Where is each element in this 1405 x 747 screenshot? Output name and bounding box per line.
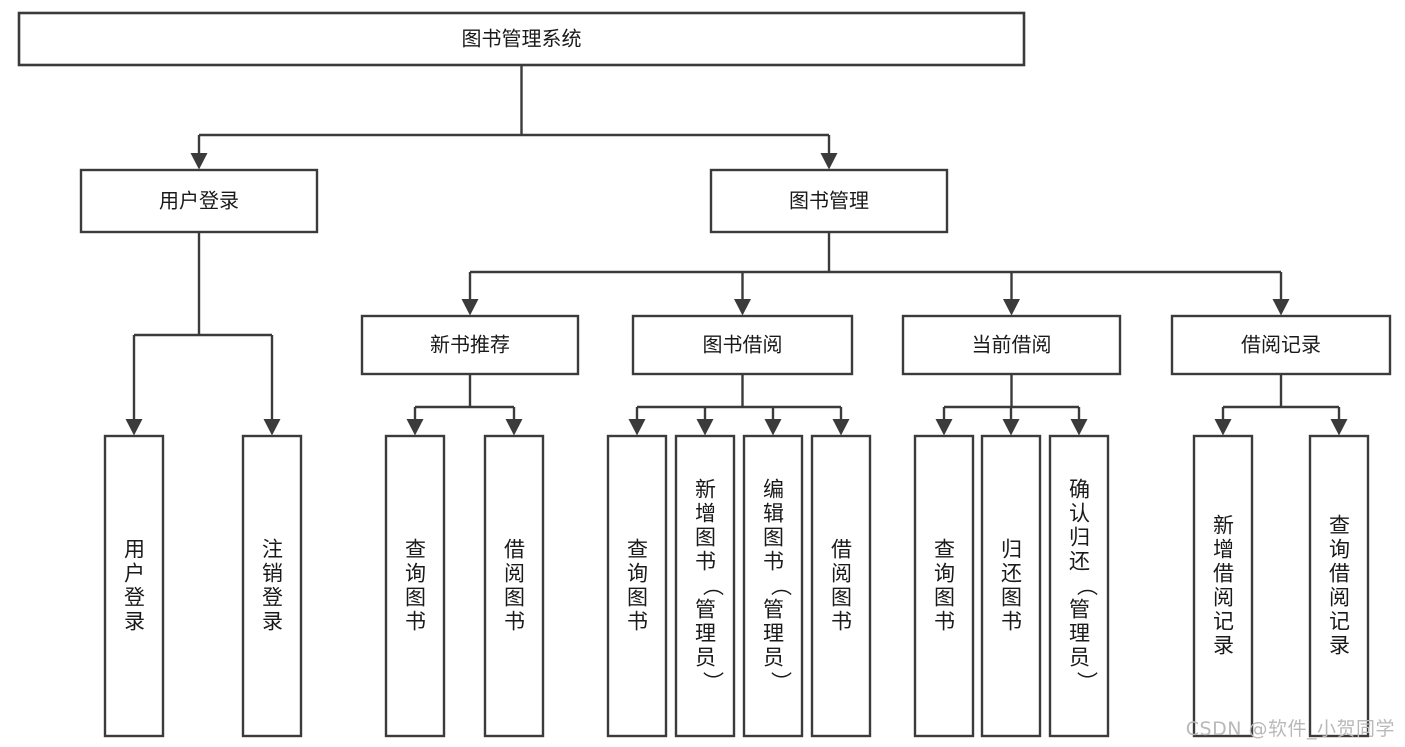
arrow-head-icon <box>935 419 953 436</box>
svg-text:）: ） <box>1075 671 1099 692</box>
arrow-head-icon <box>461 299 479 316</box>
node-borrow[interactable]: 图书借阅 <box>631 314 854 376</box>
node-leaf-borrow-edit[interactable]: （ ）编辑图书 管理员 <box>742 434 804 738</box>
svg-text:）: ） <box>769 671 793 692</box>
node-label: 归还图书 <box>1001 538 1022 634</box>
node-leaf-user-login[interactable]: 用户登录 <box>103 434 165 738</box>
node-label: 查询图书 <box>934 538 955 634</box>
connector-group-root <box>190 65 838 170</box>
node-label: 图书管理系统 <box>462 27 582 51</box>
node-box <box>241 434 303 738</box>
node-leaf-rec-query[interactable]: 查询图书 <box>384 434 446 738</box>
node-box <box>901 314 1122 376</box>
connector-group-login <box>125 232 281 436</box>
node-box <box>483 434 545 738</box>
node-leaf-user-logout[interactable]: 注销登录 <box>241 434 303 738</box>
connector-layer <box>125 65 1348 436</box>
node-label: 新书推荐 <box>430 333 510 357</box>
node-box <box>913 434 975 738</box>
arrow-head-icon <box>734 299 751 316</box>
node-box <box>1308 434 1370 738</box>
node-label: 编辑图书 管理员 <box>763 478 784 670</box>
node-label: 新增借阅记录 <box>1213 514 1234 658</box>
arrow-head-icon <box>1070 419 1088 436</box>
arrow-head-icon <box>1272 299 1290 316</box>
node-label: 借阅记录 <box>1241 333 1321 357</box>
arrow-head-icon <box>263 419 281 436</box>
node-box <box>606 434 668 738</box>
node-box <box>17 11 1026 67</box>
arrow-head-icon <box>125 419 143 436</box>
node-box <box>674 434 736 738</box>
arrow-head-icon <box>628 419 646 436</box>
svg-text:（: （ <box>701 575 725 596</box>
node-label: 借阅图书 <box>504 538 525 634</box>
node-layer: 图书管理系统用户登录图书管理新书推荐图书借阅当前借阅借阅记录用户登录注销登录查询… <box>17 11 1392 738</box>
node-label: 查询图书 <box>405 538 426 634</box>
node-leaf-rec-borrow[interactable]: 借阅图书 <box>483 434 545 738</box>
svg-text:（: （ <box>769 575 793 596</box>
svg-text:）: ） <box>701 671 725 692</box>
node-label: 用户登录 <box>159 189 239 213</box>
arrow-head-icon <box>1003 299 1020 316</box>
node-bookmgmt[interactable]: 图书管理 <box>709 168 949 234</box>
arrow-head-icon <box>190 153 208 170</box>
node-label: 注销登录 <box>262 538 283 634</box>
node-box <box>631 314 854 376</box>
watermark-text: CSDN @软件_小贺同学 <box>1185 718 1395 740</box>
node-leaf-rec-add[interactable]: 新增借阅记录 <box>1192 434 1254 738</box>
node-leaf-borrow-add[interactable]: （ ）新增图书 管理员 <box>674 434 736 738</box>
node-recommend[interactable]: 新书推荐 <box>360 314 580 376</box>
node-current[interactable]: 当前借阅 <box>901 314 1122 376</box>
node-label: 借阅图书 <box>831 538 852 634</box>
node-leaf-cur-query[interactable]: 查询图书 <box>913 434 975 738</box>
node-box <box>980 434 1042 738</box>
connector-group-bookmgmt <box>461 232 1290 316</box>
node-label: 图书管理 <box>789 189 869 213</box>
node-label: 新增图书 管理员 <box>695 478 716 670</box>
svg-text:（: （ <box>1075 575 1099 596</box>
node-label: 确认归还 管理员 <box>1069 478 1090 670</box>
arrow-head-icon <box>696 419 714 436</box>
node-leaf-borrow-query[interactable]: 查询图书 <box>606 434 668 738</box>
node-leaf-cur-return[interactable]: 归还图书 <box>980 434 1042 738</box>
node-root[interactable]: 图书管理系统 <box>17 11 1026 67</box>
node-leaf-cur-confirm[interactable]: （ ）确认归还 管理员 <box>1048 434 1110 738</box>
arrow-head-icon <box>406 419 424 436</box>
node-box <box>742 434 804 738</box>
connector-group-current <box>935 374 1088 436</box>
node-box <box>79 168 319 234</box>
node-box <box>1048 434 1110 738</box>
node-box <box>360 314 580 376</box>
node-leaf-rec-query2[interactable]: 查询借阅记录 <box>1308 434 1370 738</box>
node-box <box>1192 434 1254 738</box>
node-login[interactable]: 用户登录 <box>79 168 319 234</box>
arrow-head-icon <box>764 419 782 436</box>
arrow-head-icon <box>505 419 523 436</box>
node-leaf-borrow-lend[interactable]: 借阅图书 <box>810 434 872 738</box>
node-label: 查询借阅记录 <box>1329 514 1350 658</box>
node-label: 用户登录 <box>124 538 145 634</box>
connector-group-records <box>1214 374 1348 436</box>
node-box <box>1170 314 1392 376</box>
node-label: 查询图书 <box>627 538 648 634</box>
node-label: 当前借阅 <box>972 333 1052 357</box>
arrow-head-icon <box>820 153 838 170</box>
arrow-head-icon <box>1002 419 1020 436</box>
arrow-head-icon <box>832 419 850 436</box>
arrow-head-icon <box>1214 419 1232 436</box>
node-box <box>384 434 446 738</box>
node-label: 图书借阅 <box>703 333 783 357</box>
node-box <box>709 168 949 234</box>
node-records[interactable]: 借阅记录 <box>1170 314 1392 376</box>
node-box <box>103 434 165 738</box>
node-box <box>810 434 872 738</box>
connector-group-recommend <box>406 374 523 436</box>
connector-group-borrow <box>628 374 850 436</box>
arrow-head-icon <box>1330 419 1348 436</box>
